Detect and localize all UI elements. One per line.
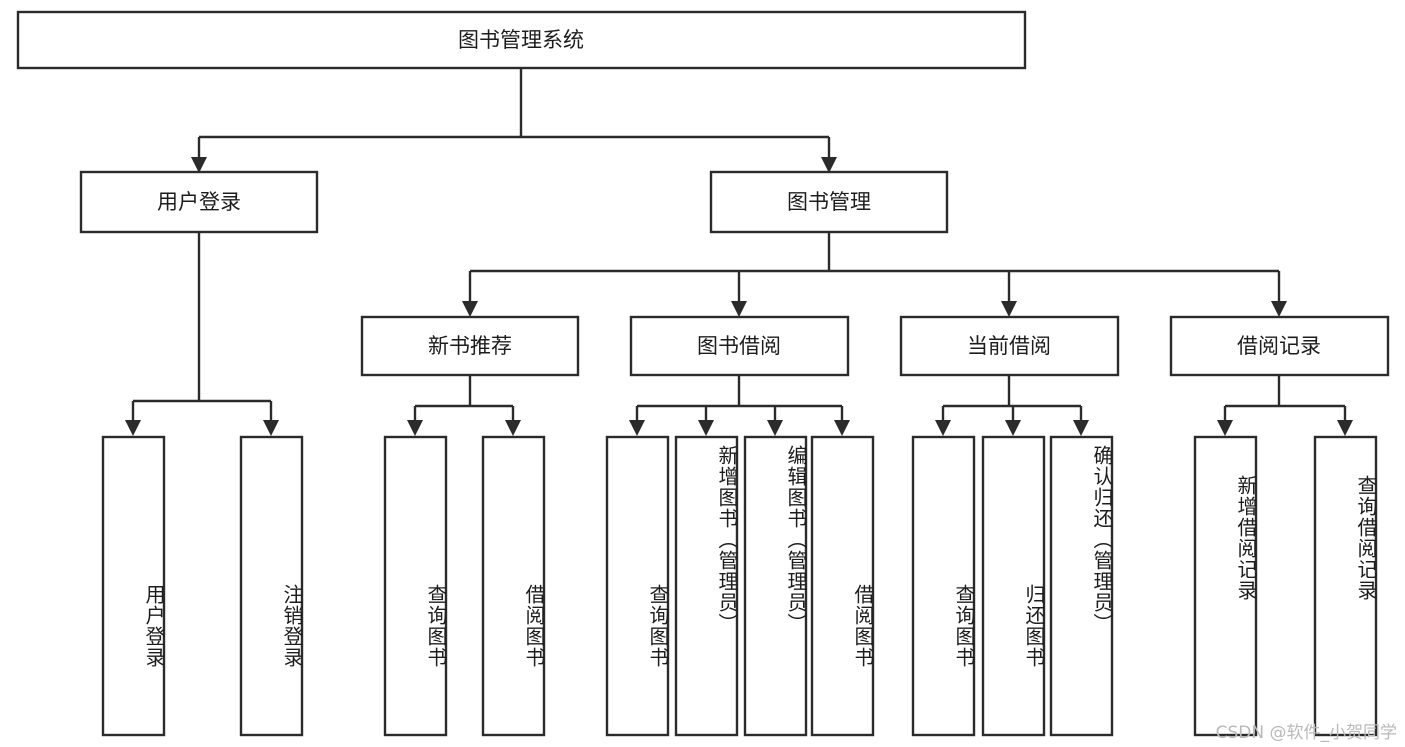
node-current-borrow-label: 当前借阅 [967, 334, 1051, 358]
arrowhead-leaf-query-borrow-record [1337, 420, 1353, 436]
arrowhead-leaf-query-book-current [935, 420, 951, 436]
leaf-add-book-box[interactable] [674, 435, 739, 737]
leaf-query-book-current-box[interactable] [911, 435, 976, 737]
leaf-return-book-box[interactable] [981, 435, 1046, 737]
arrowhead-leaf-user-login [125, 420, 141, 436]
node-user-login-box [79, 170, 319, 234]
node-new-book-recommend-box [360, 315, 580, 377]
connector-group-book-management [462, 232, 1287, 317]
node-root-label: 图书管理系统 [458, 28, 584, 52]
node-borrow-record[interactable]: 借阅记录 [1169, 315, 1390, 377]
node-root[interactable]: 图书管理系统 [16, 10, 1027, 70]
leaf-add-borrow-record-box[interactable] [1193, 435, 1258, 737]
arrowhead-current-borrow [1001, 301, 1017, 317]
arrowhead-leaf-user-logout [263, 420, 279, 436]
leaf-query-book-borrow-box[interactable] [605, 435, 670, 737]
leaf-borrow-book-recommend-box[interactable] [481, 435, 546, 737]
connector-group-current-borrow [935, 375, 1089, 436]
arrowhead-leaf-return-book [1005, 420, 1021, 436]
leaf-user-logout-box[interactable] [239, 435, 304, 737]
arrowhead-leaf-borrow-book [834, 420, 850, 436]
node-book-borrow-label: 图书借阅 [697, 334, 781, 358]
connector-group-user-login [125, 232, 279, 436]
node-book-management-box [709, 170, 949, 234]
arrowhead-leaf-query-book-recommend [407, 420, 423, 436]
leaf-query-borrow-record-box[interactable] [1313, 435, 1378, 737]
connector-group-new-book-recommend [407, 375, 521, 436]
leaf-query-book-recommend-box[interactable] [383, 435, 448, 737]
arrowhead-leaf-confirm-return [1073, 420, 1089, 436]
arrowhead-book-borrow [731, 301, 747, 317]
node-new-book-recommend-label: 新书推荐 [428, 334, 512, 358]
node-current-borrow[interactable]: 当前借阅 [899, 315, 1120, 377]
arrowhead-leaf-query-book-borrow [629, 420, 645, 436]
node-user-login[interactable]: 用户登录 [79, 170, 319, 234]
node-new-book-recommend[interactable]: 新书推荐 [360, 315, 580, 377]
arrowhead-leaf-add-book [698, 420, 714, 436]
connector-group-root [191, 68, 837, 173]
leaf-confirm-return-box[interactable] [1049, 435, 1114, 737]
node-book-borrow-box [629, 315, 850, 377]
arrowhead-user-login [191, 157, 207, 173]
node-user-login-label: 用户登录 [157, 190, 241, 214]
arrowhead-leaf-edit-book [767, 420, 783, 436]
leaf-user-login-box[interactable] [101, 435, 166, 737]
arrowhead-leaf-add-borrow-record [1217, 420, 1233, 436]
node-borrow-record-box [1169, 315, 1390, 377]
arrowhead-new-book-recommend [462, 301, 478, 317]
connector-group-book-borrow [629, 375, 850, 436]
leaf-boxes [101, 435, 1378, 737]
node-borrow-record-label: 借阅记录 [1237, 334, 1321, 358]
node-root-box [16, 10, 1027, 70]
node-current-borrow-box [899, 315, 1120, 377]
node-book-management-label: 图书管理 [787, 190, 871, 214]
arrowhead-leaf-borrow-book-recommend [505, 420, 521, 436]
leaf-edit-book-box[interactable] [743, 435, 808, 737]
connector-group-borrow-record [1217, 375, 1353, 436]
arrowhead-book-management [821, 157, 837, 173]
leaf-borrow-book-box[interactable] [810, 435, 875, 737]
csdn-watermark: CSDN @软件_小贺同学 [1215, 723, 1397, 743]
arrowhead-borrow-record [1271, 301, 1287, 317]
node-book-management[interactable]: 图书管理 [709, 170, 949, 234]
node-book-borrow[interactable]: 图书借阅 [629, 315, 850, 377]
